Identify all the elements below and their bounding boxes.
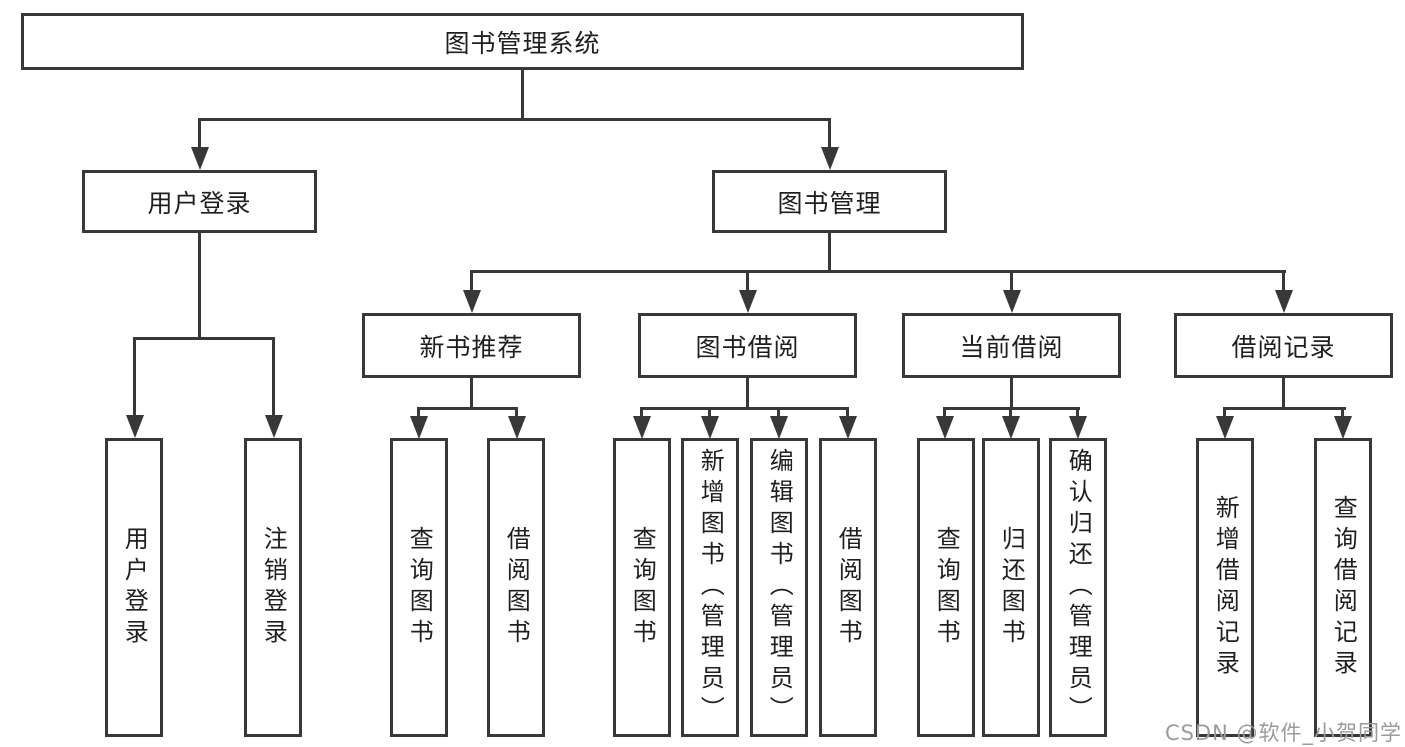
leaf-borrow-books-label: 借阅图书	[834, 525, 863, 650]
arrow-down-icon	[738, 270, 757, 313]
connector-book-management-stem	[828, 233, 831, 273]
leaf-logout: 注销登录	[244, 438, 302, 737]
leaf-logout-label: 注销登录	[259, 525, 288, 650]
leaf-borrow-books: 借阅图书	[487, 438, 545, 737]
connector-book-borrowing-rail	[640, 407, 849, 410]
leaf-query-borrow-record-label: 查询借阅记录	[1329, 494, 1358, 681]
node-borrowing-records-label: 借阅记录	[1231, 332, 1336, 362]
connector-user-login-rail	[133, 337, 275, 340]
leaf-return-books: 归还图书	[982, 438, 1040, 737]
leaf-edit-books-admin: 编辑图书（管理员）	[750, 438, 808, 737]
arrow-down-icon	[264, 337, 283, 438]
connector-new-book-rail	[417, 407, 518, 410]
arrow-down-icon	[1001, 407, 1020, 439]
leaf-query-books-label: 查询图书	[405, 525, 434, 650]
node-user-login: 用户登录	[82, 170, 317, 233]
csdn-watermark: CSDN @软件_小贺同学	[1164, 721, 1402, 745]
arrow-down-icon	[1274, 270, 1293, 313]
arrow-down-icon	[935, 407, 954, 439]
leaf-query-books-label: 查询图书	[932, 525, 961, 650]
arrow-down-icon	[462, 270, 481, 313]
arrow-down-icon	[125, 337, 144, 438]
leaf-query-books: 查询图书	[613, 438, 671, 737]
node-new-book-recommend: 新书推荐	[362, 313, 581, 378]
arrow-down-icon	[1002, 270, 1021, 313]
connector-borrowing-records-rail	[1223, 407, 1346, 410]
connector-new-book-stem	[470, 378, 473, 410]
connector-user-login-stem	[198, 233, 201, 340]
node-book-borrowing: 图书借阅	[638, 313, 857, 378]
arrow-down-icon	[632, 407, 651, 439]
node-current-borrowing: 当前借阅	[902, 313, 1121, 378]
node-user-login-label: 用户登录	[147, 188, 252, 218]
leaf-add-books-admin-label: 新增图书（管理员）	[696, 448, 725, 727]
arrow-down-icon	[507, 407, 526, 439]
arrow-down-icon	[769, 407, 788, 439]
connector-book-management-rail	[470, 270, 1286, 273]
leaf-borrow-books: 借阅图书	[819, 438, 877, 737]
leaf-query-books: 查询图书	[917, 438, 975, 737]
arrow-down-icon	[838, 407, 857, 439]
connector-root-stem	[521, 69, 524, 121]
leaf-add-borrow-record-label: 新增借阅记录	[1211, 494, 1240, 681]
node-current-borrowing-label: 当前借阅	[959, 332, 1064, 362]
leaf-return-books-label: 归还图书	[997, 525, 1026, 650]
node-new-book-recommend-label: 新书推荐	[419, 332, 524, 362]
arrow-down-icon	[1215, 407, 1234, 439]
leaf-query-borrow-record: 查询借阅记录	[1314, 438, 1372, 737]
node-library-system-label: 图书管理系统	[444, 28, 601, 58]
leaf-query-books: 查询图书	[390, 438, 448, 737]
arrow-down-icon	[409, 407, 428, 439]
arrow-down-icon	[1068, 407, 1087, 439]
node-library-system: 图书管理系统	[21, 13, 1024, 70]
node-book-borrowing-label: 图书借阅	[695, 332, 800, 362]
arrow-down-icon	[700, 407, 719, 439]
leaf-user-login: 用户登录	[105, 438, 163, 737]
arrow-down-icon	[1333, 407, 1352, 439]
arrow-down-icon	[820, 118, 839, 170]
leaf-add-borrow-record: 新增借阅记录	[1196, 438, 1254, 737]
leaf-borrow-books-label: 借阅图书	[502, 525, 531, 650]
node-borrowing-records: 借阅记录	[1174, 313, 1393, 378]
connector-borrowing-records-stem	[1282, 378, 1285, 410]
connector-book-borrowing-stem	[746, 378, 749, 410]
leaf-query-books-label: 查询图书	[628, 525, 657, 650]
arrow-down-icon	[190, 118, 209, 170]
leaf-user-login-label: 用户登录	[120, 525, 149, 650]
connector-current-borrowing-stem	[1010, 378, 1013, 410]
leaf-confirm-return-admin: 确认归还（管理员）	[1049, 438, 1107, 737]
node-book-management: 图书管理	[712, 170, 947, 233]
leaf-confirm-return-admin-label: 确认归还（管理员）	[1064, 448, 1093, 727]
connector-root-rail	[198, 118, 831, 121]
node-book-management-label: 图书管理	[777, 188, 882, 218]
leaf-add-books-admin: 新增图书（管理员）	[681, 438, 739, 737]
leaf-edit-books-admin-label: 编辑图书（管理员）	[765, 448, 794, 727]
